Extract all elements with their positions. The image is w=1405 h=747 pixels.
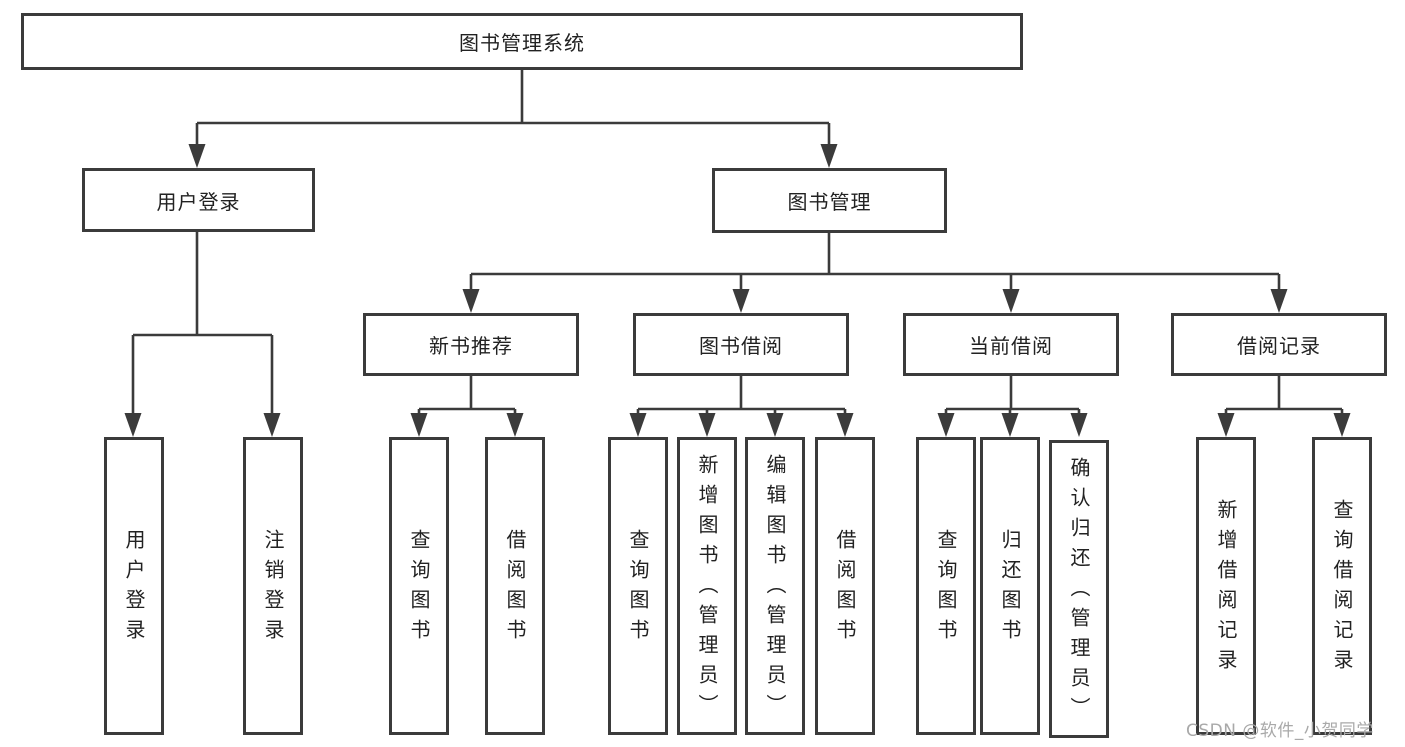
node-new-book-recommend: 新书推荐 <box>363 313 579 376</box>
arrowheads <box>124 144 1351 437</box>
leaf-query-books-recommend: 查询图书 <box>389 437 449 735</box>
leaf-confirm-return-admin: 确认归还（管理员） <box>1049 440 1109 738</box>
leaf-return-books: 归还图书 <box>980 437 1040 735</box>
leaf-edit-books-admin: 编辑图书（管理员） <box>745 437 805 735</box>
leaf-query-borrow-record: 查询借阅记录 <box>1312 437 1372 735</box>
leaf-query-books-current: 查询图书 <box>916 437 976 735</box>
leaf-logout: 注销登录 <box>243 437 303 735</box>
leaf-user-login: 用户登录 <box>104 437 164 735</box>
leaf-add-books-admin: 新增图书（管理员） <box>677 437 737 735</box>
node-book-management-module: 图书管理 <box>712 168 947 233</box>
node-user-login-module: 用户登录 <box>82 168 315 232</box>
leaf-borrow-books-recommend: 借阅图书 <box>485 437 545 735</box>
leaf-add-borrow-record: 新增借阅记录 <box>1196 437 1256 735</box>
leaf-borrow-books: 借阅图书 <box>815 437 875 735</box>
leaf-query-books-borrow: 查询图书 <box>608 437 668 735</box>
node-book-borrow: 图书借阅 <box>633 313 849 376</box>
node-library-system: 图书管理系统 <box>21 13 1023 70</box>
node-borrow-record: 借阅记录 <box>1171 313 1387 376</box>
node-current-borrow: 当前借阅 <box>903 313 1119 376</box>
